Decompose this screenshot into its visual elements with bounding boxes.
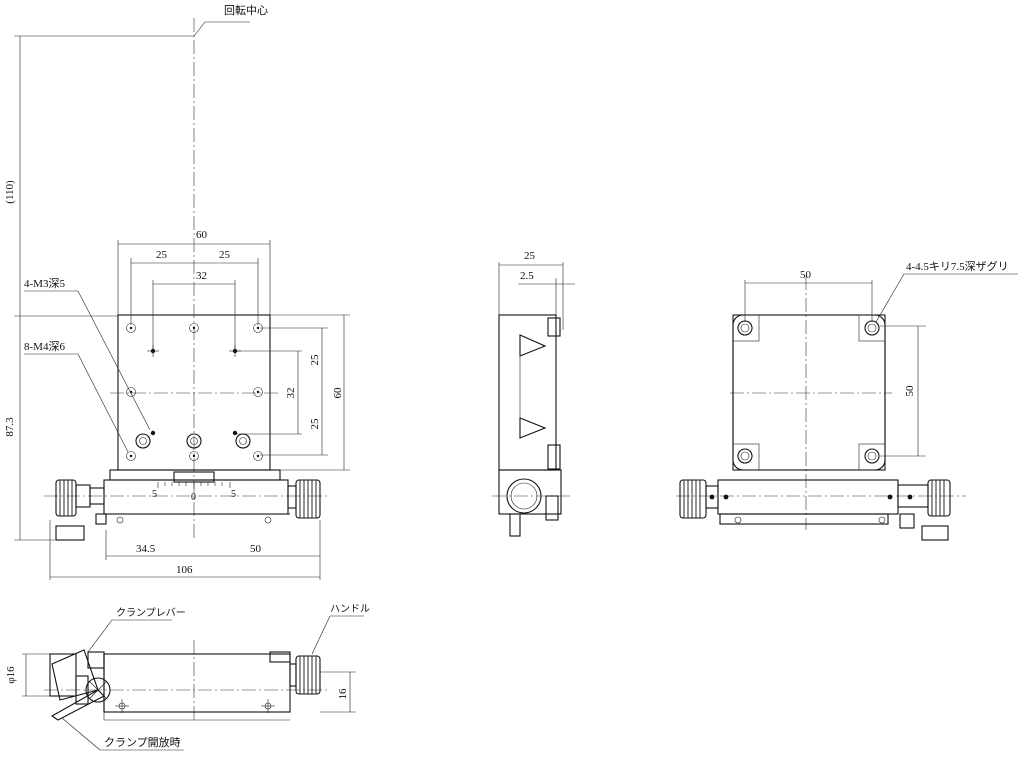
- counterbore-holes: [732, 314, 886, 471]
- dim-25-left: 25: [156, 249, 168, 261]
- clamp-open-label: クランプ開放時: [104, 735, 181, 749]
- clamp-lever-label: クランプレバー: [116, 607, 186, 619]
- dim-87-3: 87.3: [4, 417, 16, 437]
- scale-label-minus: 5: [152, 489, 157, 500]
- handle-knob-right[interactable]: [287, 479, 321, 519]
- dim-32-vertical: 32: [285, 388, 297, 399]
- m4-label: 8-M4深6: [24, 340, 65, 353]
- scale-ticks: [157, 482, 231, 489]
- dim-overall-height: (110): [4, 180, 16, 204]
- dim-60-width: 60: [196, 229, 208, 241]
- dim-106: 106: [176, 564, 193, 576]
- back-dim-50-vertical: 50: [904, 385, 916, 397]
- dim-phi16: φ16: [5, 666, 17, 684]
- side-view: 25 2.5: [492, 250, 575, 537]
- scale-label-zero: 0: [191, 492, 196, 503]
- rotation-center-label: 回転中心: [224, 4, 268, 17]
- dim-25-top: 25: [309, 354, 321, 366]
- back-view: 50 50 4-4.5キリ7.5深ザグリ: [676, 259, 1018, 541]
- side-dim-2-5: 2.5: [520, 270, 534, 282]
- back-handle-knob-left[interactable]: [679, 479, 719, 519]
- dim-34-5: 34.5: [136, 543, 156, 555]
- back-handle-knob-right[interactable]: [897, 479, 951, 541]
- handle-label: ハンドル: [330, 604, 370, 615]
- bottom-handle-knob[interactable]: [289, 655, 321, 695]
- handle-knob-left[interactable]: [55, 479, 105, 541]
- clamp-lever[interactable]: [49, 649, 111, 721]
- m3-holes: [147, 345, 241, 436]
- counterbore-label: 4-4.5キリ7.5深ザグリ: [906, 259, 1009, 273]
- dim-25-bottom: 25: [309, 418, 321, 430]
- dim-60-height: 60: [332, 387, 344, 399]
- back-dim-50: 50: [800, 269, 812, 281]
- counterbore-screws: [135, 433, 251, 449]
- scale-label-plus: 5: [231, 489, 236, 500]
- side-dim-25: 25: [524, 250, 536, 262]
- dim-32: 32: [196, 270, 207, 282]
- dim-25-right: 25: [219, 249, 231, 261]
- dim-16: 16: [337, 688, 349, 700]
- m3-label: 4-M3深5: [24, 277, 65, 290]
- front-view: 回転中心 (110) 87.3 60 25 25 32 60: [4, 4, 350, 580]
- bottom-view: φ16 16 クランプレバー ハンドル クランプ開放時: [5, 604, 370, 751]
- m4-holes: [126, 323, 263, 461]
- dim-50-front: 50: [250, 543, 262, 555]
